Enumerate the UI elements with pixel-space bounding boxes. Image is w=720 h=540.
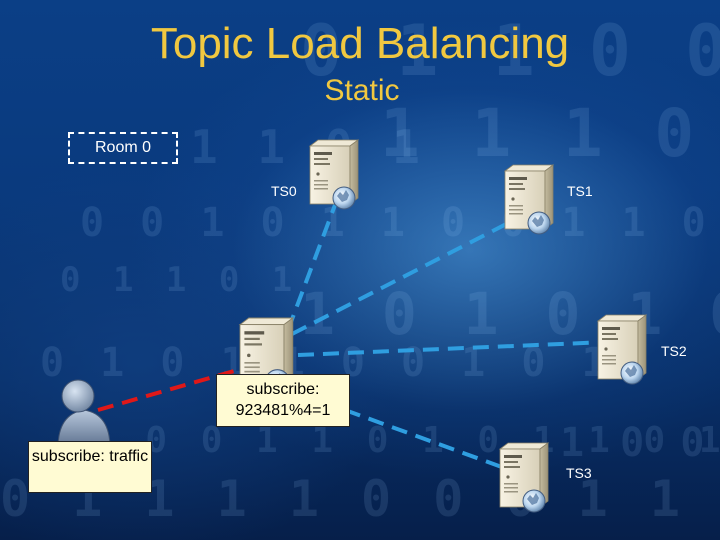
server-ts1-icon [504, 164, 554, 235]
client-subscribe-callout: subscribe: traffic [28, 441, 152, 493]
page-subtitle: Static [324, 74, 400, 107]
server-ts2-icon [597, 314, 647, 385]
client-person-icon [57, 379, 111, 449]
ts3-label: TS3 [566, 465, 592, 481]
client-subscribe-text: subscribe: traffic [31, 448, 149, 465]
link-router-ts0 [286, 204, 337, 331]
ts2-label: TS2 [661, 343, 687, 359]
server-ts3-icon [499, 442, 549, 513]
server-ts0-icon [309, 139, 359, 210]
router-subscribe-text: subscribe: 923481%4=1 [235, 381, 331, 419]
router-subscribe-callout: subscribe: 923481%4=1 [216, 374, 350, 427]
link-router-ts3 [344, 408, 511, 472]
link-router-ts2 [297, 340, 609, 357]
ts1-label: TS1 [567, 183, 593, 199]
link-router-ts1 [291, 216, 519, 336]
page-title: Topic Load Balancing [150, 19, 570, 68]
room-0-box: Room 0 [68, 132, 178, 164]
ts0-label: TS0 [271, 183, 297, 199]
